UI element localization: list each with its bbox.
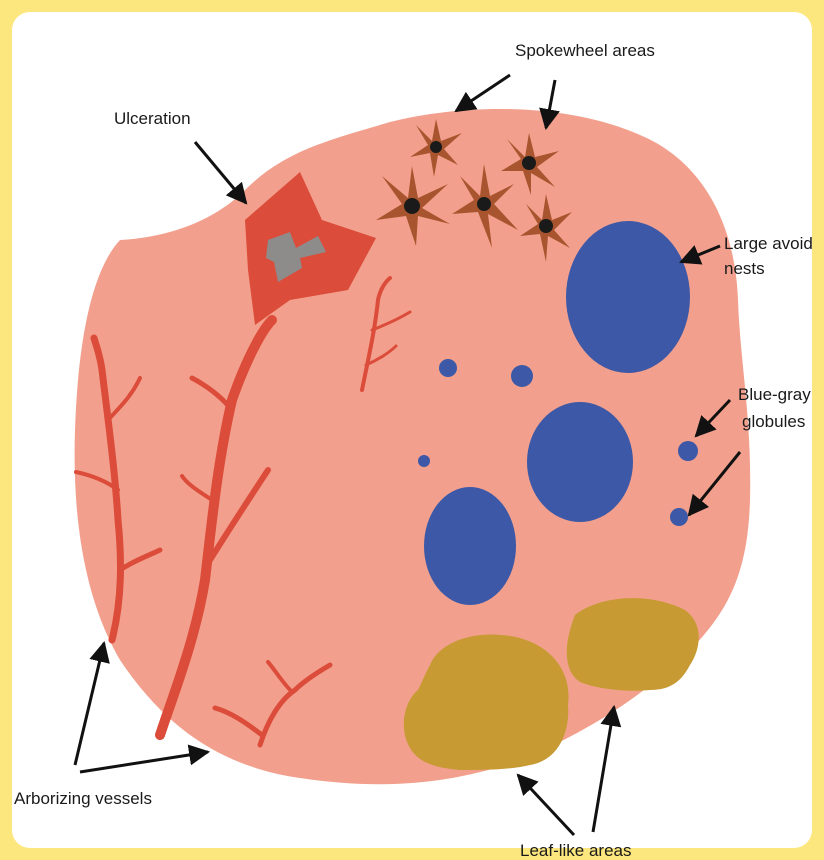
arrow-arborizing-a: [75, 643, 104, 765]
label-large-nests-line1: Large avoid: [724, 234, 813, 253]
arrow-leaf-b: [593, 707, 614, 832]
label-globules-line2: globules: [742, 412, 805, 431]
arrow-leaf-a: [518, 775, 574, 835]
label-ulceration: Ulceration: [114, 109, 191, 128]
nest-small: [424, 487, 516, 605]
label-globules-line1: Blue-gray: [738, 385, 811, 404]
arrow-arborizing-b: [80, 752, 208, 772]
label-large-nests-line2: nests: [724, 259, 765, 278]
nest-medium: [527, 402, 633, 522]
nest-large: [566, 221, 690, 373]
arrow-spokewheel-a: [456, 75, 510, 111]
label-arborizing-vessels: Arborizing vessels: [14, 789, 152, 808]
label-spokewheel-areas: Spokewheel areas: [515, 41, 655, 60]
label-leaf-like-areas: Leaf-like areas: [520, 841, 632, 860]
arrow-ulceration: [195, 142, 246, 203]
